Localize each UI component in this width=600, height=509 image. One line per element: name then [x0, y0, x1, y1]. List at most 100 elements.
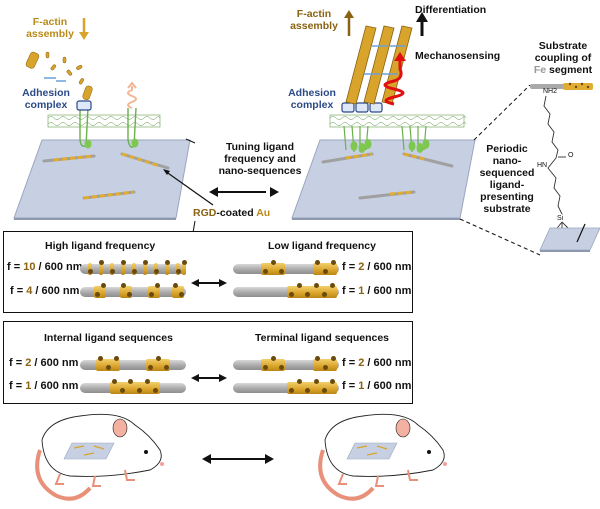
periodic-label-line: presenting — [480, 191, 534, 203]
ligand-dot — [145, 379, 150, 384]
ligand-dot — [313, 283, 319, 288]
f-value: 10 — [23, 261, 36, 273]
nanorod-f2-low — [233, 260, 339, 275]
ligand-dot — [111, 379, 117, 384]
ligand-dot — [181, 260, 187, 265]
f-value: 2 — [25, 357, 32, 369]
periodic-label-line: ligand- — [489, 179, 525, 191]
chem-nh2: NH2 — [543, 88, 558, 95]
f-prefix: f = — [342, 285, 359, 297]
freq-label-10: f = 10 / 600 nm — [7, 261, 83, 273]
ligand-dot — [113, 356, 119, 361]
rgd-text: RGD — [193, 207, 217, 219]
ligand-dot — [153, 269, 159, 274]
factin-label-left: F-actin assembly — [20, 16, 80, 40]
nanorod-terminal-f1 — [233, 379, 339, 394]
adhesion-label-line: Adhesion — [22, 87, 70, 99]
freq-label-2: f = 2 / 600 nm — [342, 261, 411, 273]
coupling-label-line: Substrate — [538, 40, 588, 52]
nanorod-internal-f1 — [80, 379, 186, 394]
terminal-sequences-title: Terminal ligand sequences — [255, 332, 390, 344]
nanorod-terminal-f2 — [233, 356, 339, 371]
freq-label-1: f = 1 / 600 nm — [342, 285, 411, 297]
ligand-dot — [270, 356, 276, 361]
ligand-dot — [330, 283, 336, 288]
adhesion-label-line: complex — [24, 99, 68, 111]
rgd-coated-au-label: RGD-coated Au — [193, 207, 270, 219]
factin-label-line: assembly — [26, 28, 74, 40]
coated-text: -coated — [216, 207, 257, 219]
chem-hn: HN — [537, 162, 548, 169]
ligand-dot — [297, 379, 302, 384]
adhesion-label-left: Adhesion complex — [16, 87, 76, 111]
f-suffix: / 600 nm — [364, 380, 412, 392]
f-prefix: f = — [342, 261, 359, 273]
ligand-dot — [120, 283, 126, 288]
ligand-dot — [313, 379, 319, 384]
frequency-box — [3, 231, 413, 313]
ligand-dot — [322, 292, 327, 297]
ligand-dot — [288, 388, 294, 393]
ligand-dot — [98, 260, 104, 265]
ligand-dot — [109, 269, 115, 274]
adhesion-label-line: complex — [290, 99, 334, 111]
f-suffix: / 600 nm — [35, 261, 83, 273]
ligand-dot — [262, 365, 268, 370]
segment-text: segment — [546, 64, 593, 76]
internal-sequences-title: Internal ligand sequences — [44, 332, 173, 344]
ligand-dot — [142, 260, 148, 265]
coupling-label: Substrate coupling of Fe segment — [527, 40, 599, 76]
sequence-box — [3, 321, 413, 404]
au-text: Au — [256, 207, 271, 219]
periodic-label-line: sequenced — [479, 167, 535, 179]
nanorod-f10 — [80, 260, 187, 275]
ligand-dot — [330, 356, 336, 361]
periodic-label-line: substrate — [483, 203, 531, 215]
ligand-dot — [105, 365, 111, 370]
ligand-dot — [322, 388, 327, 393]
f-value: 1 — [358, 380, 365, 392]
f-suffix: / 600 nm — [31, 380, 79, 392]
tuning-label-line: Tuning ligand — [225, 141, 295, 153]
ligand-dot — [126, 292, 132, 297]
ligand-dot — [305, 388, 311, 393]
ligand-dot — [297, 283, 302, 288]
ligand-dot — [322, 365, 328, 370]
ligand-dot — [97, 356, 103, 361]
ligand-dot — [330, 379, 336, 384]
mechanosensing-label: Mechanosensing — [415, 50, 501, 62]
ligand-dot — [172, 283, 178, 288]
tuning-label: Tuning ligand frequency and nano-sequenc… — [205, 141, 315, 177]
ligand-dot — [154, 283, 160, 288]
f-value: 2 — [358, 261, 365, 273]
f-prefix: f = — [7, 261, 24, 273]
f-prefix: f = — [10, 285, 27, 297]
tuning-label-line: nano-sequences — [218, 165, 302, 177]
freq-label-4: f = 4 / 600 nm — [10, 285, 79, 297]
f-suffix: / 600 nm — [31, 357, 79, 369]
ligand-dot — [175, 269, 181, 274]
periodic-label-line: nano- — [492, 155, 522, 167]
seq-label-internal-2: f = 2 / 600 nm — [9, 357, 78, 369]
ligand-dot — [262, 269, 268, 274]
ligand-dot — [136, 388, 142, 393]
chem-si: Si — [557, 215, 564, 222]
f-suffix: / 600 nm — [364, 261, 412, 273]
f-prefix: f = — [9, 357, 26, 369]
ligand-dot — [314, 260, 320, 265]
ligand-dot — [164, 260, 170, 265]
f-suffix: / 600 nm — [364, 357, 412, 369]
ligand-dot — [314, 356, 320, 361]
periodic-label-line: Periodic — [486, 143, 528, 155]
factin-label-line: F-actin — [32, 16, 68, 28]
adhesion-label-right: Adhesion complex — [282, 87, 342, 111]
ligand-dot — [155, 356, 161, 361]
ligand-dot — [94, 292, 100, 297]
seq-label-internal-1: f = 1 / 600 nm — [9, 380, 78, 392]
ligand-dot — [128, 379, 134, 384]
tuning-label-line: frequency and — [224, 153, 296, 165]
